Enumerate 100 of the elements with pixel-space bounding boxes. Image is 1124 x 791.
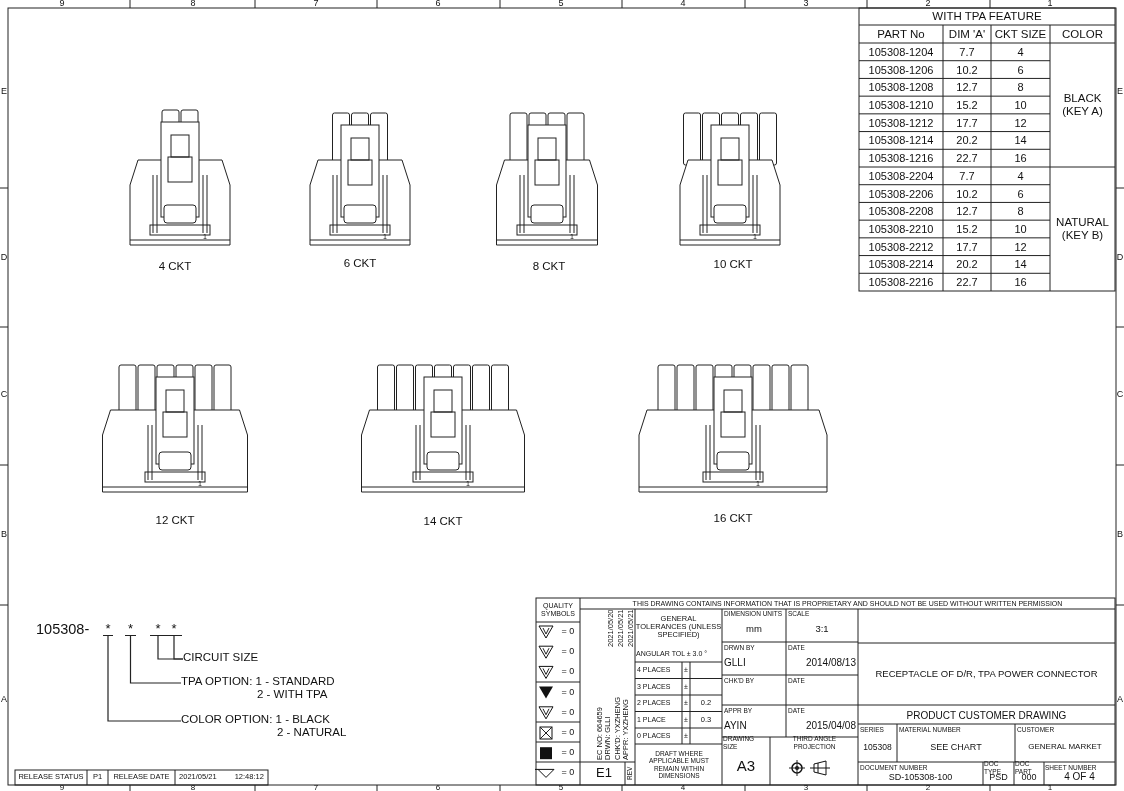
symbol-value: = 0 xyxy=(561,627,575,637)
zone-number: 3 xyxy=(803,0,809,9)
dimension-cell: 20.2 xyxy=(956,134,978,147)
symbol-value: = 0 xyxy=(561,687,575,698)
table-title: WITH TPA FEATURE xyxy=(932,10,1042,23)
zone-number: 4 xyxy=(680,783,686,791)
part-number-cell: 105308-1212 xyxy=(868,116,934,129)
symbol-value: = 0 xyxy=(561,728,575,738)
zone-number: 8 xyxy=(190,783,196,791)
fill-in-line: * xyxy=(125,620,136,636)
field-value: 2014/08/13 xyxy=(805,656,856,668)
symbol-value: = 0 xyxy=(561,768,575,779)
dimension-cell: 22.7 xyxy=(956,276,978,289)
part-number-cell: 105308-2206 xyxy=(868,187,934,200)
part-number-cell: 105308-1216 xyxy=(868,152,934,165)
view-caption: 4 CKT xyxy=(158,259,192,273)
dimension-cell: 20.2 xyxy=(956,258,978,271)
dimension-cell: 17.7 xyxy=(956,240,978,253)
circuit-size-cell: 10 xyxy=(1014,98,1027,112)
circuit-size-cell: 16 xyxy=(1014,152,1027,165)
zone-letter: C xyxy=(0,390,8,400)
dimension-cell: 10.2 xyxy=(956,187,978,200)
zone-letter: D xyxy=(1116,253,1124,263)
zone-letter: E xyxy=(1117,87,1123,97)
dimension-cell: 15.2 xyxy=(956,222,978,236)
zone-letter: B xyxy=(1117,530,1123,540)
zone-number: 5 xyxy=(558,0,564,9)
zone-number: 8 xyxy=(190,0,196,9)
drawing-type: PRODUCT CUSTOMER DRAWING xyxy=(906,709,1067,721)
zone-number: 7 xyxy=(313,0,319,9)
circuit-size-cell: 10 xyxy=(1014,222,1027,236)
dimension-cell: 17.7 xyxy=(956,116,978,129)
view-caption: 16 CKT xyxy=(713,511,753,525)
fill-in-line: * xyxy=(103,620,113,636)
column-header: PART No xyxy=(877,27,925,41)
circuit-size-cell: 4 xyxy=(1017,169,1024,182)
color-cell-text: BLACK (KEY A) xyxy=(1061,91,1104,118)
field-value: 4 OF 4 xyxy=(1064,770,1095,782)
part-number-cell: 105308-1208 xyxy=(868,81,934,94)
field-value: 105308 xyxy=(863,742,892,753)
fill-in-line: * xyxy=(150,620,166,636)
circuit-size-cell: 6 xyxy=(1017,63,1024,76)
field-value: GLLI xyxy=(724,656,746,668)
dimension-cell: 7.7 xyxy=(959,169,975,182)
circuit-size-cell: 4 xyxy=(1017,45,1024,58)
symbol-value: = 0 xyxy=(561,667,575,678)
view-caption: 12 CKT xyxy=(155,513,195,527)
zone-number: 2 xyxy=(925,783,931,791)
symbol-value: = 0 xyxy=(561,647,575,658)
dimension-cell: 15.2 xyxy=(956,98,978,112)
zone-number: 5 xyxy=(558,783,564,791)
field-value: SEE CHART xyxy=(930,742,982,753)
view-caption: 8 CKT xyxy=(532,259,566,273)
fill-in-line: * xyxy=(166,620,182,636)
part-number-cell: 105308-2212 xyxy=(868,240,934,253)
dimension-cell: 12.7 xyxy=(956,81,978,94)
leader-line xyxy=(129,635,182,684)
column-header: DIM 'A' xyxy=(948,27,986,41)
zone-letter: D xyxy=(0,253,8,263)
zone-letter: A xyxy=(1,695,7,705)
symbol-value: = 0 xyxy=(561,707,575,718)
part-number-cell: 105308-1206 xyxy=(868,63,934,76)
dimension-cell: 12.7 xyxy=(956,205,978,218)
field-value: AYIN xyxy=(724,719,747,731)
field-value: A3 xyxy=(736,757,756,775)
part-number-prefix: 105308- xyxy=(36,622,90,638)
zone-number: 9 xyxy=(59,0,65,9)
part-number-cell: 105308-2214 xyxy=(868,258,934,271)
part-number-cell: 105308-2210 xyxy=(868,222,934,236)
circuit-size-cell: 12 xyxy=(1014,116,1027,129)
circuit-size-cell: 8 xyxy=(1017,205,1024,218)
color-cell-text: NATURAL (KEY B) xyxy=(1055,215,1110,242)
field-value: SD-105308-100 xyxy=(888,772,953,783)
drawing-title: RECEPTACLE OF D/R, TPA POWER CONNECTOR xyxy=(875,668,1098,680)
zone-letter: E xyxy=(1,87,7,97)
view-caption: 6 CKT xyxy=(343,256,377,270)
zone-number: 2 xyxy=(925,0,931,9)
zone-number: 4 xyxy=(680,0,686,9)
zone-number: 1 xyxy=(1047,0,1053,9)
zone-letter: B xyxy=(1,530,7,540)
part-number-cell: 105308-2204 xyxy=(868,169,934,182)
part-number-cell: 105308-2208 xyxy=(868,205,934,218)
leader-line xyxy=(173,635,184,660)
leader-line xyxy=(107,635,182,722)
circuit-size-cell: 16 xyxy=(1014,276,1027,289)
circuit-size-cell: 8 xyxy=(1017,81,1024,94)
zone-number: 6 xyxy=(435,783,441,791)
zone-number: 6 xyxy=(435,0,441,9)
zone-letter: C xyxy=(1116,390,1124,400)
part-number-cell: 105308-1210 xyxy=(868,98,934,112)
zone-number: 3 xyxy=(803,783,809,791)
dimension-cell: 7.7 xyxy=(959,45,975,58)
option-text: 2 - WITH TPA xyxy=(257,688,329,702)
circuit-size-cell: 14 xyxy=(1014,258,1027,271)
symbol-value: = 0 xyxy=(561,748,575,759)
zone-number: 9 xyxy=(59,783,65,791)
option-text: COLOR OPTION: 1 - BLACK xyxy=(181,713,331,727)
column-header: CKT SIZE xyxy=(994,27,1047,41)
column-header: COLOR xyxy=(1062,27,1103,41)
zone-number: 1 xyxy=(1047,783,1053,791)
